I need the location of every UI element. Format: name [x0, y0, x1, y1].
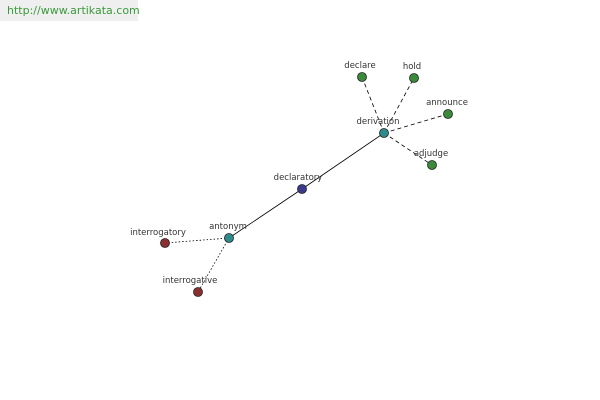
site-url-link[interactable]: http://www.artikata.com	[0, 0, 140, 21]
edge-declaratory-antonym	[228, 188, 303, 239]
node-hold[interactable]	[409, 73, 419, 83]
node-label-derivation: derivation	[356, 117, 399, 127]
edge-derivation-hold	[383, 77, 415, 134]
edge-derivation-declare	[361, 76, 385, 134]
edge-antonym-interrogatory	[164, 237, 230, 244]
node-label-adjudge: adjudge	[414, 149, 448, 159]
node-declare[interactable]	[357, 72, 367, 82]
node-adjudge[interactable]	[427, 160, 437, 170]
node-label-hold: hold	[403, 62, 421, 72]
node-interrogatory[interactable]	[160, 238, 170, 248]
node-label-interrogatory: interrogatory	[130, 228, 186, 238]
node-interrogative[interactable]	[193, 287, 203, 297]
edge-declaratory-derivation	[301, 132, 385, 190]
node-label-declare: declare	[344, 61, 375, 71]
node-declaratory[interactable]	[297, 184, 307, 194]
node-label-interrogative: interrogative	[163, 276, 218, 286]
node-derivation[interactable]	[379, 128, 389, 138]
node-antonym[interactable]	[224, 233, 234, 243]
edge-derivation-adjudge	[383, 132, 433, 166]
node-announce[interactable]	[443, 109, 453, 119]
node-label-announce: announce	[426, 98, 468, 108]
node-label-declaratory: declaratory	[274, 173, 323, 183]
node-label-antonym: antonym	[209, 222, 247, 232]
